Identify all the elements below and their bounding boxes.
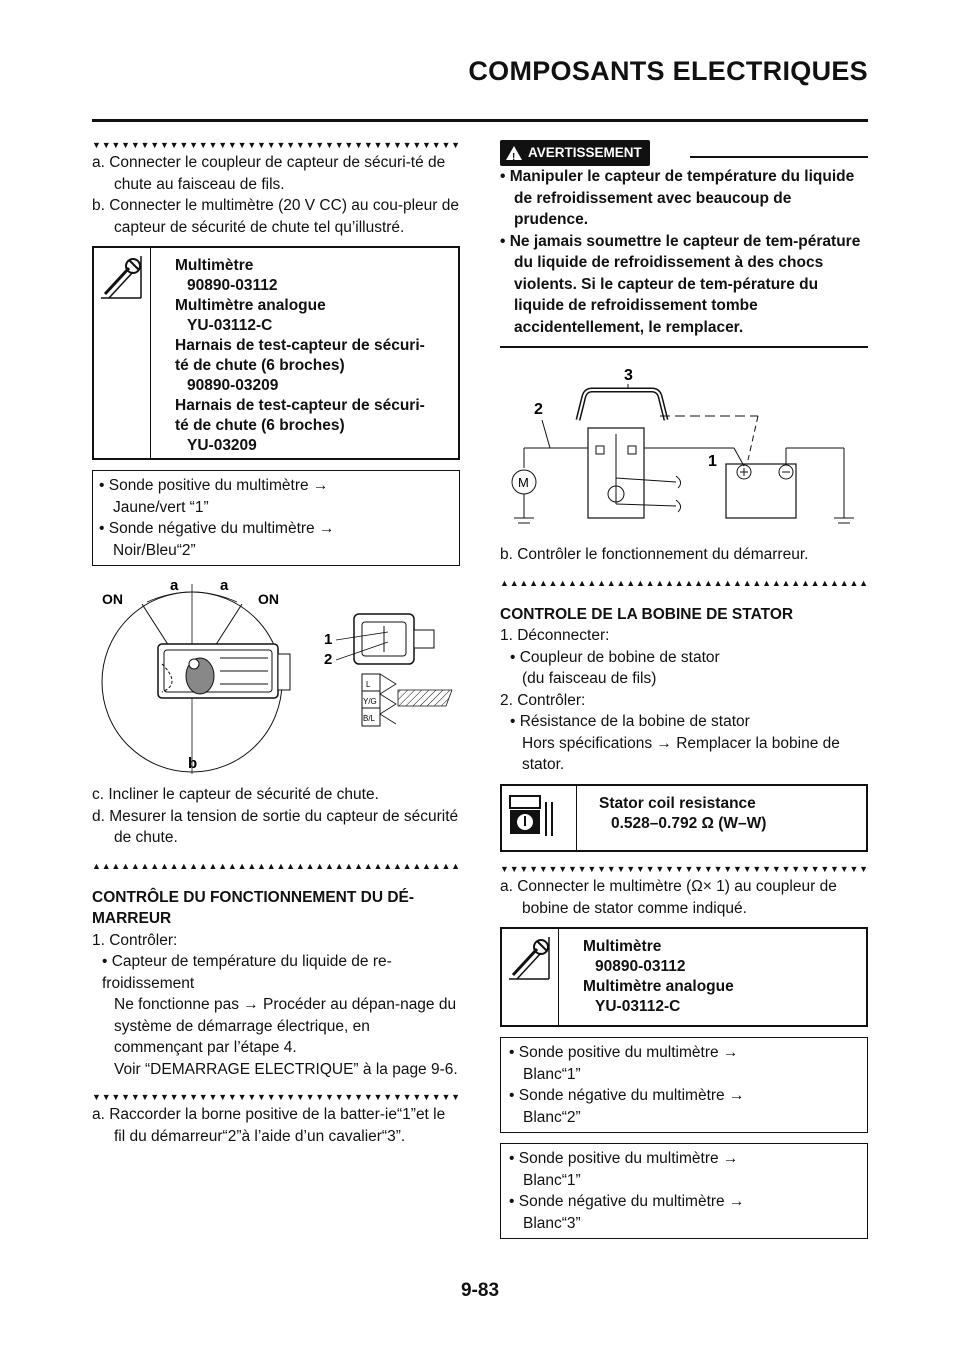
- probe-line: • Sonde positive du multimètre →: [99, 477, 329, 494]
- fig2-num-1: 1: [708, 453, 717, 470]
- spec-value: 0.528–0.792 Ω (W–W): [611, 814, 767, 832]
- tool-code: YU-03112-C: [595, 998, 681, 1016]
- fig-num-1: 1: [324, 631, 332, 648]
- tool-name: Multimètre: [175, 257, 254, 274]
- tool-1-text: Multimètre 90890-03112 Multimètre analog…: [151, 248, 431, 458]
- section-title-stator: CONTROLE DE LA BOBINE DE STATOR: [500, 605, 794, 623]
- step-d-measure: d. Mesurer la tension de sortie du capte…: [92, 807, 459, 847]
- fig2-motor: M: [518, 475, 529, 490]
- probe-line: Blanc“1”: [523, 1171, 581, 1189]
- header-rule: [92, 119, 868, 122]
- up-triangles-divider: ▲▲▲▲▲▲▲▲▲▲▲▲▲▲▲▲▲▲▲▲▲▲▲▲▲▲▲▲▲▲▲▲▲▲▲▲▲▲▲▲: [92, 860, 460, 871]
- stator-item: • Coupleur de bobine de stator: [510, 648, 720, 666]
- fig2-num-3: 3: [624, 367, 633, 384]
- probe-line: Jaune/vert “1”: [113, 498, 209, 516]
- probe-line: Blanc“3”: [523, 1214, 581, 1232]
- tool-cell: [502, 929, 559, 1026]
- tool-name: Multimètre analogue: [175, 297, 326, 314]
- section-title-starter-check: CONTRÔLE DU FONCTIONNEMENT DU DÉ-MARREUR: [92, 888, 415, 928]
- wire-bl: B/L: [363, 714, 376, 723]
- page-number: 9-83: [460, 1280, 500, 1301]
- probe-line: • Sonde négative du multimètre →: [509, 1087, 745, 1105]
- multimeter-tool-icon: [509, 937, 550, 980]
- tool-code: 90890-03112: [595, 958, 686, 976]
- probe-line: Noir/Bleu“2”: [113, 541, 196, 559]
- warning-rule: [690, 156, 868, 159]
- warning-block: AVERTISSEMENT • Manipuler le capteur de …: [500, 140, 868, 349]
- probe-box-3: • Sonde positive du multimètre → Blanc“1…: [500, 1143, 868, 1240]
- probe-line: Blanc“2”: [523, 1108, 581, 1126]
- tool-box-1: Multimètre 90890-03112 Multimètre analog…: [92, 246, 460, 460]
- down-triangles-divider: ▼▼▼▼▼▼▼▼▼▼▼▼▼▼▼▼▼▼▼▼▼▼▼▼▼▼▼▼▼▼▼▼▼▼▼▼▼▼▼▼: [92, 1092, 460, 1102]
- fig-a-left: a: [170, 577, 179, 594]
- tool-name: Harnais de test-capteur de sécuri-: [175, 337, 425, 354]
- wire-l: L: [366, 680, 371, 689]
- spec-box: Stator coil resistance 0.528–0.792 Ω (W–…: [500, 783, 868, 853]
- spec-text: Stator coil resistance 0.528–0.792 Ω (W–…: [577, 786, 774, 851]
- up-triangles-divider: ▲▲▲▲▲▲▲▲▲▲▲▲▲▲▲▲▲▲▲▲▲▲▲▲▲▲▲▲▲▲▲▲▲▲▲▲▲▲▲▲: [500, 577, 868, 588]
- warning-item: • Manipuler le capteur de température du…: [500, 168, 855, 229]
- check-item: Voir “DEMARRAGE ELECTRIQUE” à la page 9-…: [114, 1060, 458, 1078]
- multimeter-tool-icon: [101, 256, 142, 299]
- probe-line: • Sonde négative du multimètre →: [509, 1193, 745, 1211]
- stator-item: (du faisceau de fils): [522, 670, 657, 688]
- warning-item: • Ne jamais soumettre le capteur de tem-…: [500, 232, 861, 336]
- spec-title: Stator coil resistance: [599, 794, 756, 812]
- starter-jumper-figure: 3 2 M 1: [500, 354, 868, 544]
- stator-item: • Résistance de la bobine de stator: [510, 713, 750, 731]
- tool-2-text: Multimètre 90890-03112 Multimètre analog…: [559, 929, 740, 1025]
- warning-label: AVERTISSEMENT: [528, 145, 642, 160]
- probe-line: Blanc“1”: [523, 1065, 581, 1083]
- fig-b: b: [188, 755, 197, 772]
- right-column: AVERTISSEMENT • Manipuler le capteur de …: [500, 140, 868, 1240]
- probe-box-1: • Sonde positive du multimètre → Jaune/v…: [92, 470, 460, 566]
- tool-cell: [94, 248, 151, 458]
- step-a-jumper: a. Raccorder la borne positive de la bat…: [92, 1106, 446, 1145]
- warning-badge: AVERTISSEMENT: [500, 140, 650, 168]
- warning-body: • Manipuler le capteur de température du…: [500, 158, 868, 349]
- warning-icon: [506, 145, 522, 168]
- fig-num-2: 2: [324, 651, 332, 668]
- step-c-tilt: c. Incliner le capteur de sécurité de ch…: [92, 786, 379, 803]
- check-item: • Capteur de température du liquide de r…: [102, 953, 392, 992]
- tool-name: Harnais de test-capteur de sécuri-: [175, 397, 425, 414]
- tool-name: té de chute (6 broches): [175, 357, 345, 374]
- tool-name: té de chute (6 broches): [175, 417, 345, 434]
- tool-name: Multimètre: [583, 938, 662, 956]
- stator-item: Hors spécifications → Remplacer la bobin…: [522, 734, 840, 774]
- down-triangles-divider: ▼▼▼▼▼▼▼▼▼▼▼▼▼▼▼▼▼▼▼▼▼▼▼▼▼▼▼▼▼▼▼▼▼▼▼▼▼▼▼▼: [500, 864, 868, 875]
- starter-circuit-diagram: 3 2 M 1: [511, 367, 854, 524]
- lean-angle-sensor-figure: ON a a ON b 1 2 L Y/G B/L: [92, 574, 460, 784]
- probe-line: • Sonde positive du multimètre →: [509, 1150, 739, 1168]
- check-item: Ne fonctionne pas → Procéder au dépan-na…: [114, 996, 457, 1056]
- check-item: 1. Contrôler:: [92, 931, 178, 949]
- probe-line: • Sonde négative du multimètre →: [99, 520, 335, 537]
- stator-item: 1. Déconnecter:: [500, 627, 610, 645]
- wire-yg: Y/G: [363, 697, 377, 706]
- step-a-connect: a. Connecter le coupleur de capteur de s…: [92, 154, 446, 193]
- tool-code: YU-03209: [187, 437, 257, 454]
- tool-code: 90890-03209: [187, 377, 279, 394]
- probe-line: • Sonde positive du multimètre →: [509, 1044, 739, 1062]
- tool-name: Multimètre analogue: [583, 978, 734, 996]
- tool-box-2: Multimètre 90890-03112 Multimètre analog…: [500, 927, 868, 1028]
- page-header-title: COMPOSANTS ELECTRIQUES: [468, 56, 868, 86]
- fig-a-right: a: [220, 577, 229, 594]
- lean-angle-sensor-diagram: ON a a ON b 1 2 L Y/G B/L: [101, 577, 453, 774]
- down-triangles-divider: ▼▼▼▼▼▼▼▼▼▼▼▼▼▼▼▼▼▼▼▼▼▼▼▼▼▼▼▼▼▼▼▼▼▼▼▼▼▼▼▼: [92, 140, 460, 150]
- left-column: ▼▼▼▼▼▼▼▼▼▼▼▼▼▼▼▼▼▼▼▼▼▼▼▼▼▼▼▼▼▼▼▼▼▼▼▼▼▼▼▼…: [92, 140, 460, 1147]
- step-a-connect-ohm: a. Connecter le multimètre (Ω× 1) au cou…: [500, 878, 837, 917]
- step-b-check-starter: b. Contrôler le fonctionnement du démarr…: [500, 546, 809, 564]
- step-b-connect-multimeter: b. Connecter le multimètre (20 V CC) au …: [92, 197, 459, 236]
- fig2-num-2: 2: [534, 401, 543, 418]
- tool-code: YU-03112-C: [187, 317, 273, 334]
- probe-box-2: • Sonde positive du multimètre → Blanc“1…: [500, 1037, 868, 1134]
- fig-on-left: ON: [102, 591, 123, 607]
- specification-meter-icon: [509, 794, 553, 836]
- tool-code: 90890-03112: [187, 277, 278, 294]
- stator-item: 2. Contrôler:: [500, 691, 586, 709]
- spec-icon-cell: [502, 785, 577, 851]
- fig-on-right: ON: [258, 591, 279, 607]
